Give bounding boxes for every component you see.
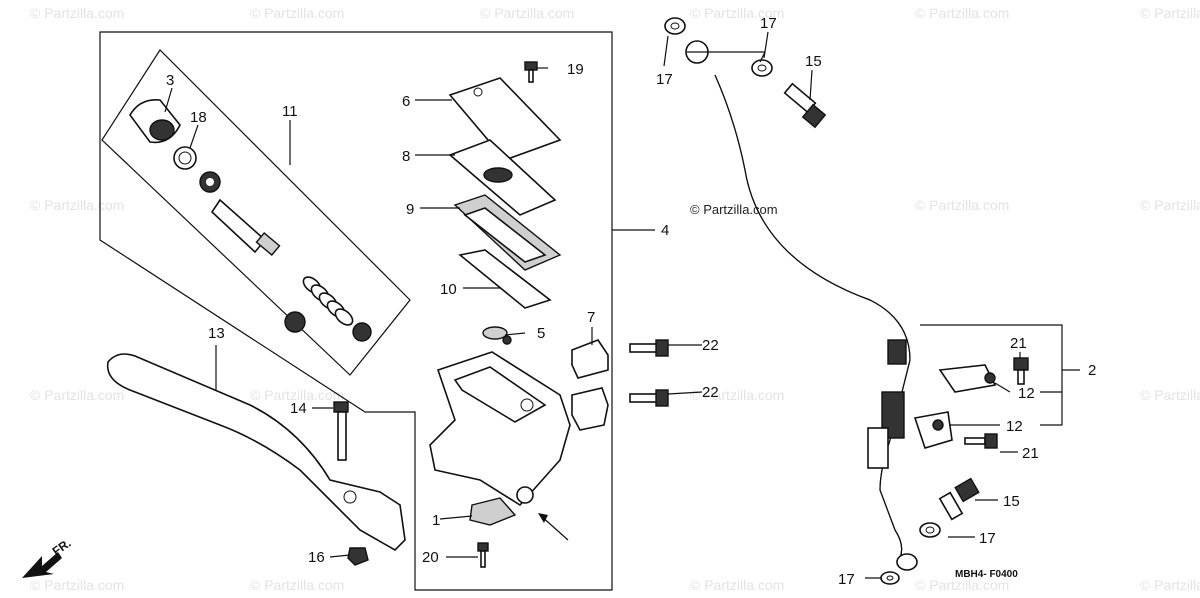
callout-15-upper: 15 <box>805 53 822 70</box>
svg-text:© Partzilla.com: © Partzilla.com <box>690 5 784 21</box>
svg-text:© Partzilla.com: © Partzilla.com <box>250 387 344 403</box>
svg-text:© Partzilla.com: © Partzilla.com <box>915 197 1009 213</box>
callout-21-upper: 21 <box>1010 335 1027 352</box>
assembly-outline <box>99 31 613 591</box>
callout-17-a: 17 <box>656 71 673 88</box>
screw-part-19 <box>524 61 538 83</box>
svg-text:© Partzilla.com: © Partzilla.com <box>30 197 124 213</box>
switch-part-1 <box>469 497 517 526</box>
callout-13: 13 <box>208 325 225 342</box>
piston-kit-outline <box>101 49 411 376</box>
callout-4: 4 <box>661 222 669 239</box>
svg-text:© Partzilla.com: © Partzilla.com <box>30 577 124 593</box>
front-direction-indicator: FR. <box>22 536 74 578</box>
diagram-code: MBH4- F0400 <box>955 569 1018 580</box>
callout-6: 6 <box>402 93 410 110</box>
callout-3: 3 <box>166 72 174 89</box>
svg-text:© Partzilla.com: © Partzilla.com <box>250 577 344 593</box>
callout-20: 20 <box>422 549 439 566</box>
partzilla-credit: © Partzilla.com <box>690 202 778 217</box>
callout-5: 5 <box>537 325 545 342</box>
svg-text:© Partzilla.com: © Partzilla.com <box>915 5 1009 21</box>
boot-part-3 <box>129 98 181 144</box>
svg-text:© Partzilla.com: © Partzilla.com <box>690 387 784 403</box>
callout-7: 7 <box>587 309 595 326</box>
hose-clamp-part-12-upper <box>938 364 997 393</box>
screw-part-20 <box>477 542 489 568</box>
callout-22-upper: 22 <box>702 337 719 354</box>
reservoir-cap-part-6 <box>448 77 562 161</box>
master-cylinder-body <box>429 351 571 507</box>
bolt-part-22-upper <box>629 339 669 357</box>
brake-lever-part-13 <box>106 353 406 551</box>
svg-text:© Partzilla.com: © Partzilla.com <box>480 5 574 21</box>
piston-assembly <box>199 171 372 342</box>
svg-text:© Partzilla.com: © Partzilla.com <box>1140 5 1200 21</box>
svg-text:© Partzilla.com: © Partzilla.com <box>915 577 1009 593</box>
nut-part-16 <box>347 547 369 566</box>
callout-9: 9 <box>406 201 414 218</box>
watermark-layer: © Partzilla.com © Partzilla.com © Partzi… <box>30 5 1200 593</box>
washer-part-17-a <box>664 17 686 35</box>
callout-17-d: 17 <box>838 571 855 588</box>
callout-18: 18 <box>190 109 207 126</box>
svg-text:© Partzilla.com: © Partzilla.com <box>1140 387 1200 403</box>
svg-text:© Partzilla.com: © Partzilla.com <box>1140 197 1200 213</box>
svg-text:© Partzilla.com: © Partzilla.com <box>30 5 124 21</box>
svg-text:© Partzilla.com: © Partzilla.com <box>250 5 344 21</box>
bolt-part-21-lower <box>964 433 998 449</box>
washer-part-17-b <box>751 59 773 77</box>
banjo-bolt-part-15-upper <box>783 82 827 129</box>
svg-text:© Partzilla.com: © Partzilla.com <box>1140 577 1200 593</box>
front-label: FR. <box>50 536 74 559</box>
callout-10: 10 <box>440 281 457 298</box>
holder-part-7 <box>571 339 609 431</box>
callout-14: 14 <box>290 400 307 417</box>
pivot-bolt-part-14 <box>333 401 349 461</box>
banjo-bolt-part-15-lower <box>938 477 980 521</box>
callout-21-lower: 21 <box>1022 445 1039 462</box>
callout-17-b: 17 <box>760 15 777 32</box>
diaphragm-part-9 <box>453 194 562 271</box>
callout-8: 8 <box>402 148 410 165</box>
callout-17-c: 17 <box>979 530 996 547</box>
leader-lines <box>164 31 1021 579</box>
svg-text:© Partzilla.com: © Partzilla.com <box>30 387 124 403</box>
washer-part-17-d <box>880 571 900 585</box>
clamp-part-5 <box>482 326 512 345</box>
callout-16: 16 <box>308 549 325 566</box>
callout-12-lower: 12 <box>1006 418 1023 435</box>
hose-clamp-part-12-lower <box>913 411 953 449</box>
callout-19: 19 <box>567 61 584 78</box>
callout-12-upper: 12 <box>1018 385 1035 402</box>
callout-2: 2 <box>1088 362 1096 379</box>
diaphragm-plate-part-8 <box>448 139 557 216</box>
svg-text:© Partzilla.com: © Partzilla.com <box>690 577 784 593</box>
callout-labels: 1 2 3 4 5 6 7 8 9 10 11 12 12 13 14 15 1… <box>166 15 1096 588</box>
callout-22-lower: 22 <box>702 384 719 401</box>
circlip-part-18 <box>173 146 197 170</box>
washer-part-17-c <box>919 522 941 538</box>
bolt-part-21-upper <box>1013 357 1029 385</box>
callout-1: 1 <box>432 512 440 529</box>
bolt-part-22-lower <box>629 389 669 407</box>
brake-hose-part-2 <box>685 40 918 571</box>
callout-15-lower: 15 <box>1003 493 1020 510</box>
callout-11: 11 <box>282 103 298 120</box>
gasket-part-10 <box>458 249 552 309</box>
